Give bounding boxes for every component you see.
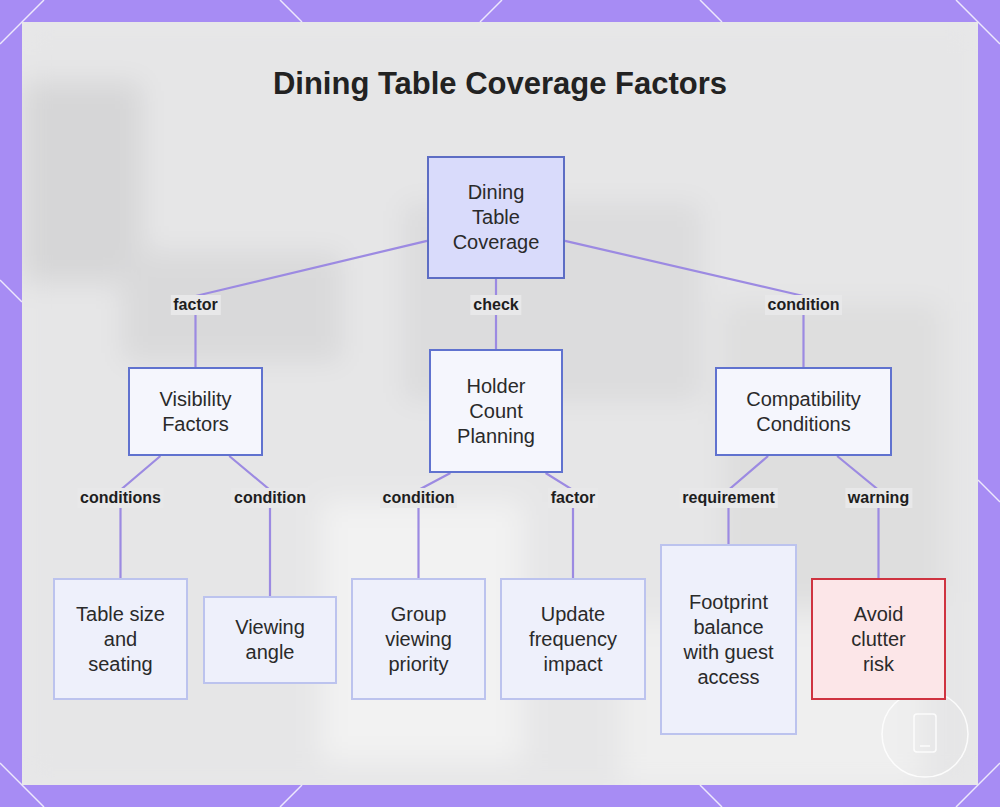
edge-label: conditions [77,488,164,508]
node-content: Visibility Factors [144,387,247,437]
connector-line [837,456,878,578]
node-content: Viewing angle [219,615,321,665]
node-text: Group viewing priority [367,602,470,677]
node-text: Footprint balance with guest access [676,590,781,690]
node-content: Table size and seating [75,602,166,677]
connector-line [121,456,161,578]
node-text: Visibility Factors [144,387,247,437]
root-box: Dining Table Coverage [427,156,565,279]
detail-box: Group viewing priority [351,578,486,700]
node-text: Dining Table Coverage [451,180,541,255]
edge-label: condition [765,295,843,315]
node-text: Holder Count Planning [451,374,541,449]
category-box: Holder Count Planning [429,349,563,473]
phone-icon [882,691,968,777]
node-text: Update frequency impact [522,602,624,677]
edge-label: factor [170,295,220,315]
edge-label: check [470,295,521,315]
edge-label: condition [231,488,309,508]
node-content: Holder Count Planning [451,374,541,449]
node-content: Footprint balance with guest access [676,590,781,690]
detail-box: Table size and seating [53,578,188,700]
node-text: Avoid clutter risk [837,602,920,677]
node-text: Compatibility Conditions [731,387,876,437]
detail-box: Footprint balance with guest access [660,544,797,735]
detail-box: Update frequency impact [500,578,646,700]
category-box: Compatibility Conditions [715,367,892,456]
node-content: Dining Table Coverage [451,180,541,255]
edge-label: condition [380,488,458,508]
node-content: Group viewing priority [367,602,470,677]
edge-label: factor [548,488,598,508]
node-content: Compatibility Conditions [731,387,876,437]
connector-line [229,456,270,596]
warning-box: Avoid clutter risk [811,578,946,700]
node-text: Table size and seating [75,602,166,677]
detail-box: Viewing angle [203,596,337,684]
connector-line [196,241,428,367]
node-text: Viewing angle [219,615,321,665]
edge-label: warning [845,488,912,508]
node-content: Update frequency impact [522,602,624,677]
edge-label: requirement [679,488,777,508]
node-content: Avoid clutter risk [837,602,920,677]
diagram-title: Dining Table Coverage Factors [0,66,1000,102]
category-box: Visibility Factors [128,367,263,456]
